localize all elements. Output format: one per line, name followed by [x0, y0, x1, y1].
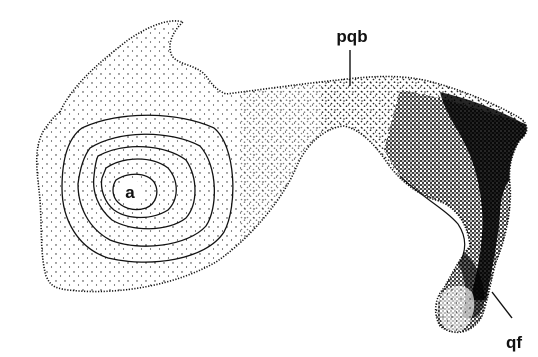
label-a: a	[125, 183, 135, 202]
label-qf: qf	[506, 333, 522, 352]
label-pqb: pqb	[336, 27, 367, 46]
bone-body	[37, 21, 538, 350]
qf-leader-line	[492, 292, 512, 318]
